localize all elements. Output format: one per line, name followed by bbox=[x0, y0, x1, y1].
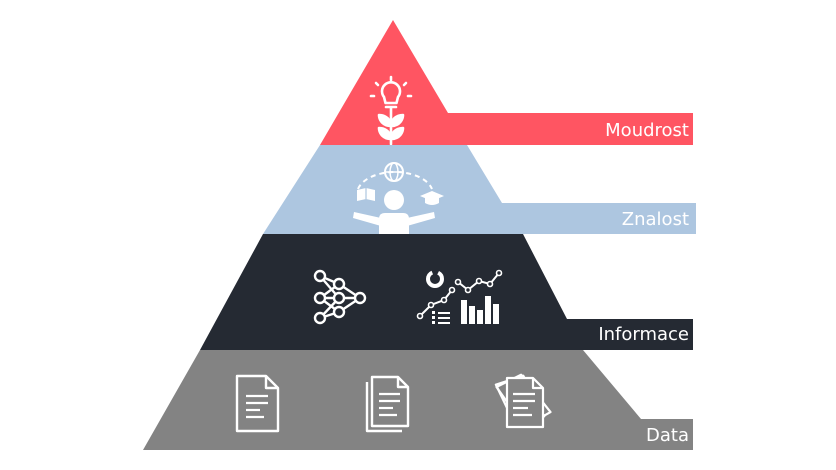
tier-wisdom-label: Moudrost bbox=[605, 120, 689, 141]
lightbulb-plant-icon bbox=[369, 75, 413, 146]
tier-knowledge: Znalost bbox=[263, 145, 696, 234]
analytics-charts-icon bbox=[416, 269, 503, 324]
network-graph-icon bbox=[313, 269, 367, 325]
tier-data-label: Data bbox=[646, 425, 689, 446]
tier-wisdom-shape bbox=[320, 20, 693, 145]
documents-pile-icon bbox=[494, 373, 552, 429]
tier-knowledge-label: Znalost bbox=[622, 209, 689, 230]
tier-wisdom: Moudrost bbox=[320, 20, 693, 146]
document-icon bbox=[235, 374, 280, 433]
tier-knowledge-shape bbox=[263, 145, 696, 234]
tier-information-label: Informace bbox=[598, 324, 689, 345]
tier-information: Informace bbox=[200, 234, 693, 350]
tier-data-shape bbox=[143, 350, 693, 450]
documents-stack-icon bbox=[365, 375, 410, 433]
tier-data: Data bbox=[143, 350, 693, 450]
person-juggling-knowledge-icon bbox=[353, 162, 444, 234]
